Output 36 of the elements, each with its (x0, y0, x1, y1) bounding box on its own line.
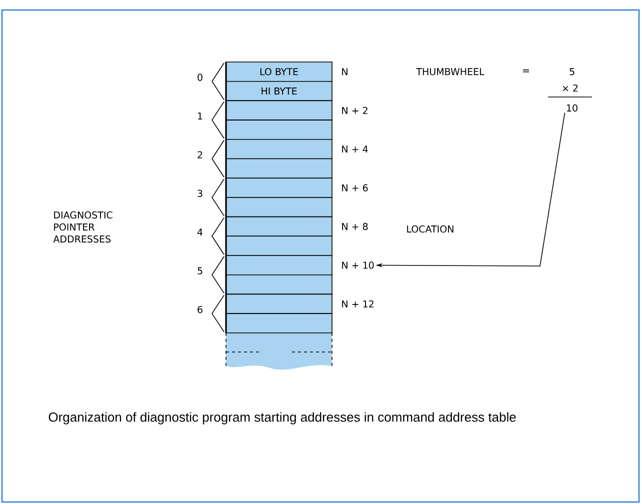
address-label: N + 6 (342, 184, 368, 192)
index-number: 4 (197, 228, 202, 236)
table-row (226, 313, 332, 334)
address-label: N + 12 (342, 300, 374, 308)
byte-cell: LO BYTE (226, 62, 332, 82)
thumbwheel-label: THUMBWHEEL (416, 68, 484, 76)
address-label: N + 4 (342, 146, 368, 153)
table-row (226, 274, 332, 295)
location-label: LOCATION (407, 225, 454, 233)
table-row (226, 236, 332, 256)
address-label: N + 8 (342, 222, 368, 230)
byte-cell: HI BYTE (226, 80, 332, 102)
table-row (226, 294, 332, 314)
index-number: 0 (198, 74, 202, 81)
index-number: 1 (198, 112, 202, 120)
table-row (226, 197, 332, 218)
factor-value: × 2 (562, 84, 578, 92)
address-label: N + 2 (342, 106, 368, 114)
factor-value: 5 (570, 68, 574, 76)
caption: Organization of diagnostic program starting addresses in command address table (48, 412, 516, 424)
table-row (226, 255, 332, 276)
table-row (226, 100, 332, 120)
address-label: N (342, 68, 348, 76)
address-label: N + 10 (342, 262, 374, 269)
axis-title: DIAGNOSTIC POINTER ADDRESSES (53, 211, 112, 243)
product-value: 10 (567, 104, 578, 112)
table-row (226, 158, 332, 178)
table-row (226, 178, 332, 198)
index-number: 2 (198, 151, 202, 158)
equals-sign: = (523, 70, 529, 72)
index-number: 3 (198, 190, 202, 198)
index-number: 6 (198, 306, 202, 314)
table-row (226, 120, 332, 140)
table-row (226, 139, 332, 160)
index-number: 5 (198, 267, 202, 274)
table-row (226, 216, 332, 237)
